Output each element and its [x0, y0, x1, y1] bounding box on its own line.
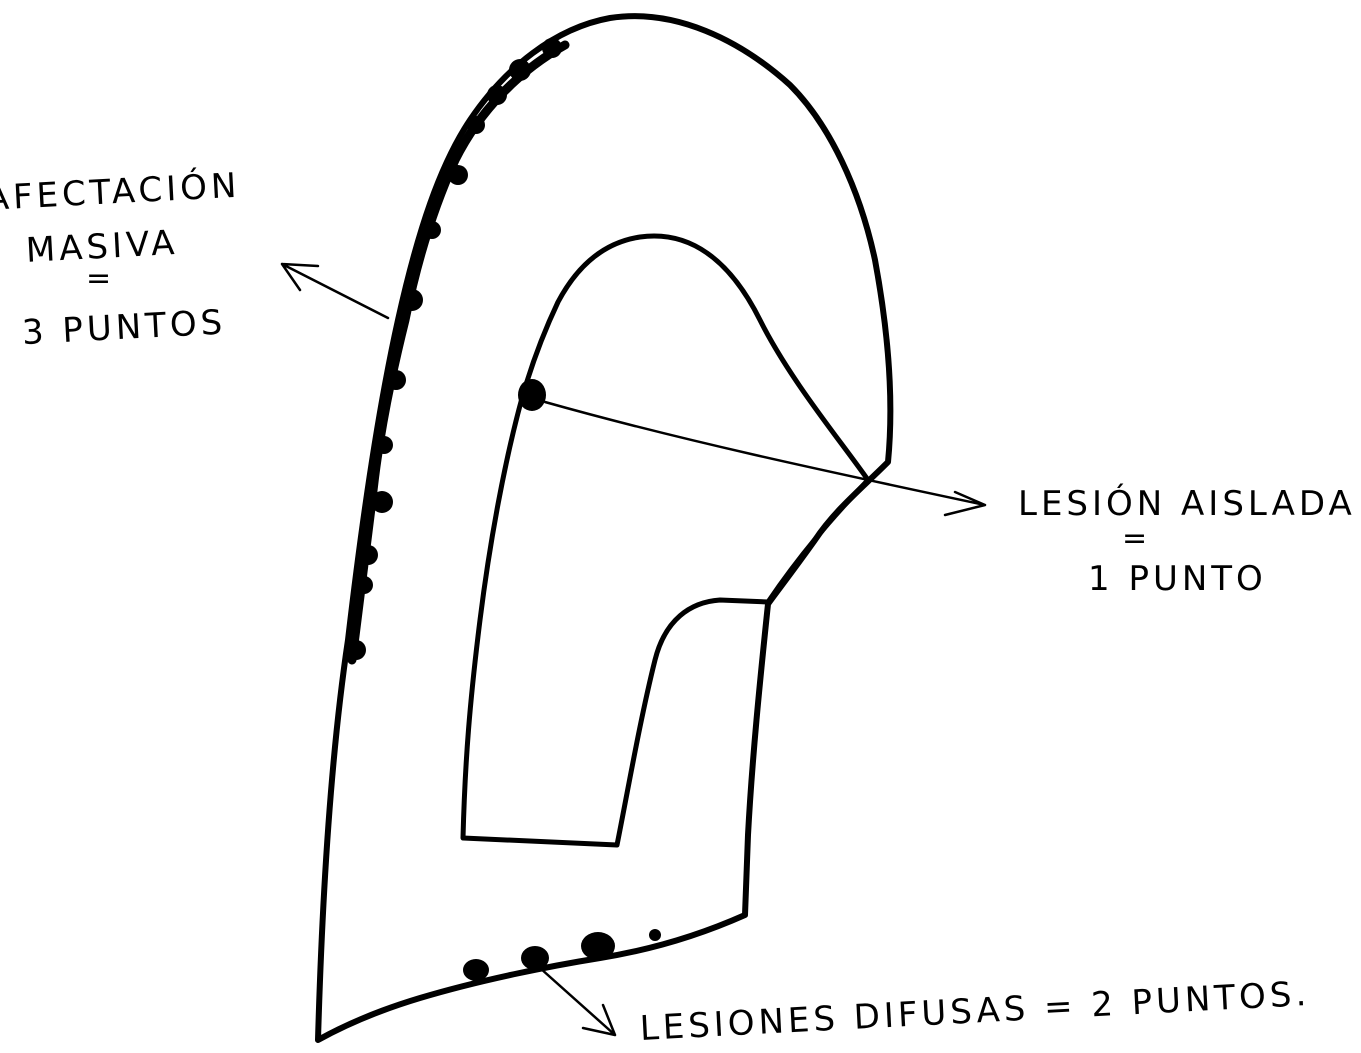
tooth-outer-outline [318, 16, 890, 1040]
massive-lesion-marks [346, 38, 565, 660]
lesion-dot [649, 929, 661, 941]
label-diffuse-line1: LESIONES DIFUSAS = 2 PUNTOS. [639, 974, 1311, 1049]
arrow-diffuse [540, 968, 615, 1035]
lesion-blob [542, 38, 562, 58]
lesion-blob [355, 576, 373, 594]
arrow-isolated [545, 402, 985, 515]
lesion-dot [521, 946, 549, 970]
arrow-massive [282, 264, 388, 318]
label-massive-line3: 3 PUNTOS [21, 302, 227, 353]
label-massive-equals: = [86, 261, 115, 296]
lesion-blob [375, 436, 393, 454]
pulp-inner-outline [463, 236, 868, 845]
lesion-blob [509, 59, 531, 81]
lesion-blob [487, 85, 507, 105]
lesion-dot [463, 959, 489, 981]
label-massive-affectation: AFECTACIÓN MASIVA = 3 PUNTOS [0, 165, 241, 353]
label-isolated-equals: = [1122, 521, 1151, 556]
lesion-blob [401, 289, 423, 311]
lesion-blob [346, 640, 366, 660]
label-massive-line1: AFECTACIÓN [0, 165, 241, 219]
lesion-blob [358, 545, 378, 565]
lesion-blob [386, 370, 406, 390]
lesion-blob [371, 491, 393, 513]
lesion-dot [581, 932, 615, 960]
lesion-blob [467, 116, 485, 134]
label-diffuse-lesions: LESIONES DIFUSAS = 2 PUNTOS. [639, 974, 1311, 1049]
label-isolated-lesion: LESIÓN AISLADA = 1 PUNTO [1018, 483, 1356, 599]
label-isolated-line1: LESIÓN AISLADA [1018, 483, 1356, 524]
isolated-lesion-dot [518, 379, 546, 411]
lesion-blob [423, 221, 441, 239]
lesion-blob [448, 165, 468, 185]
label-isolated-line2: 1 PUNTO [1088, 559, 1267, 599]
